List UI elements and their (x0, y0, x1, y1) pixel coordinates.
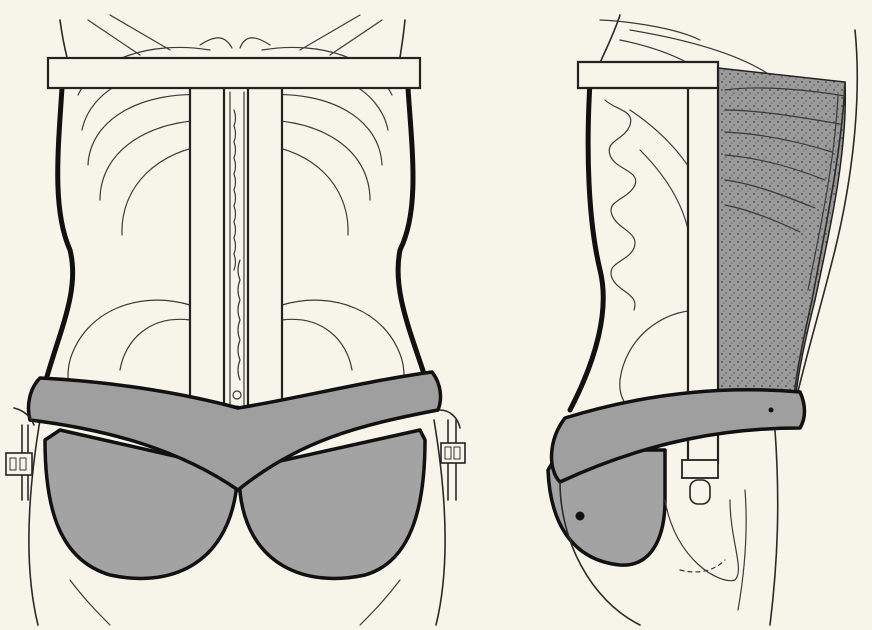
left-side-strap (6, 408, 34, 500)
left-upright-bar (190, 88, 224, 433)
stippled-back-region (718, 68, 845, 395)
side-pelvic-band (552, 390, 805, 482)
left-thigh-line (70, 580, 110, 625)
side-pad-rivet (576, 512, 585, 521)
side-view (548, 15, 857, 625)
side-band-rivet (769, 408, 774, 413)
front-outline (570, 82, 603, 410)
right-thigh-line (360, 580, 400, 625)
spine (230, 92, 244, 430)
top-crossbar (48, 58, 420, 88)
back-view (6, 15, 465, 625)
side-spine (605, 100, 636, 310)
side-top-crossbar (578, 62, 718, 88)
right-upright-bar (248, 88, 282, 433)
side-buckle (682, 460, 718, 504)
right-side-strap (440, 410, 465, 500)
